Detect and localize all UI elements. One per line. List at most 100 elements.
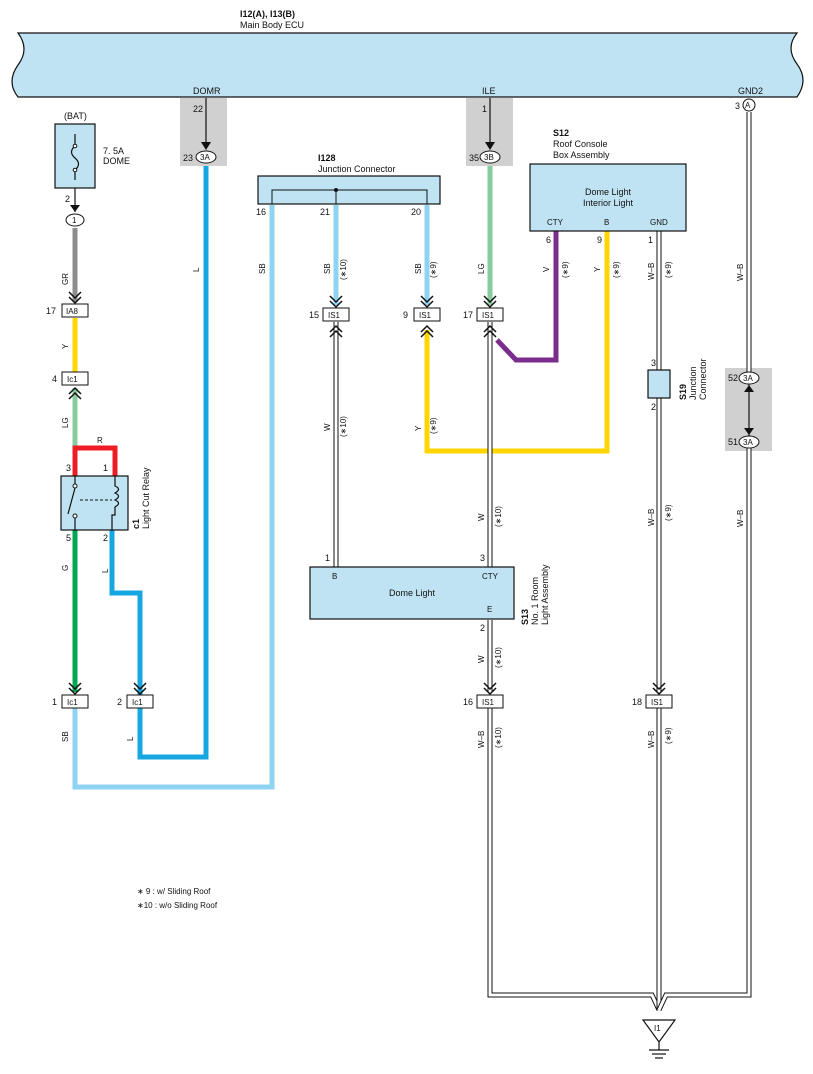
- ic1-pin-1: 1: [52, 697, 57, 707]
- connector-ic1-pin2-label: Ic1: [132, 698, 143, 707]
- wire-v: [495, 231, 559, 363]
- chevron-down-icon: [483, 682, 666, 696]
- junction-connector-s19: [647, 369, 671, 399]
- note-w-17: (∗10): [494, 506, 503, 527]
- junction-1-label: 1: [72, 216, 77, 225]
- wire-label-g: G: [61, 565, 70, 571]
- wire-label-wb-s19: W–B: [647, 509, 656, 526]
- note-wb-s19: (∗9): [664, 504, 673, 521]
- chevron-up-icon: [329, 324, 497, 338]
- wire-label-y-s12: Y: [593, 266, 602, 272]
- relay-name: Light Cut Relay: [141, 467, 151, 529]
- pin-3-gnd2: 3: [735, 101, 740, 111]
- connector-ic1-pin1: [61, 694, 89, 709]
- bat-pin-2: 2: [65, 194, 70, 204]
- wire-label-wb-16: W–B: [477, 731, 486, 748]
- connector-3b-label: 3B: [484, 153, 494, 162]
- ecu-terminal-domr: DOMR: [193, 86, 221, 96]
- wire-l-domr: [137, 166, 209, 760]
- ecu-title: I12(A), I13(B): [240, 9, 295, 19]
- jc-pin-16: 16: [256, 207, 266, 217]
- s13-term-b: B: [332, 572, 337, 581]
- wire-label-w-17: W: [477, 513, 486, 521]
- wire-label-wb-s12: W–B: [647, 263, 656, 280]
- fuse-rating: 7. 5A: [103, 146, 124, 156]
- connector-is1-9: [413, 307, 441, 322]
- connector-ia8: [61, 303, 89, 318]
- s13-name-2: Light Assembly: [540, 564, 550, 625]
- note-sb-20: (∗9): [429, 261, 438, 278]
- ground-connector-i1: [641, 1019, 677, 1044]
- chevron-down-icon: [329, 295, 497, 309]
- connector-is1-16: [476, 694, 504, 709]
- relay-pin-5: 5: [66, 533, 71, 543]
- s12-name-1: Roof Console: [553, 139, 608, 149]
- relay-pin-1: 1: [103, 463, 108, 473]
- pin-23: 23: [183, 153, 193, 163]
- connector-is1-15-label: IS1: [328, 311, 341, 320]
- s12-inner-1: Dome Light: [585, 187, 632, 197]
- connector-3a-domr: [195, 150, 217, 164]
- wire-sb-long: [72, 205, 275, 790]
- legend-note-9: ∗ 9 : w/ Sliding Roof: [137, 887, 211, 896]
- s19-name-1: Junction: [688, 366, 698, 400]
- chevron-up-icon: [68, 386, 82, 400]
- arrow-icon: [201, 142, 211, 150]
- s19-pin-2: 2: [651, 402, 656, 412]
- note-wb-18: (∗9): [664, 727, 673, 744]
- ecu-terminal-gnd2: GND2: [738, 86, 763, 96]
- wire-label-wb-18: W–B: [647, 731, 656, 748]
- wire-label-sb-16: SB: [258, 263, 267, 274]
- s13-term-cty: CTY: [482, 572, 499, 581]
- ic1-pin-2: 2: [117, 697, 122, 707]
- is1-pin-18: 18: [632, 697, 642, 707]
- wire-y-s12: [424, 231, 610, 454]
- jc-pin-20: 20: [411, 207, 421, 217]
- fuse-icon: [70, 134, 80, 180]
- relay-id: c1: [131, 519, 141, 529]
- wire-label-lg-ile: LG: [477, 263, 486, 274]
- s12-term-b: B: [604, 218, 609, 227]
- connector-is1-16-label: IS1: [482, 698, 495, 707]
- connector-ic1-pin1-label: Ic1: [67, 698, 78, 707]
- arrow-icon: [744, 385, 754, 392]
- jc-name: Junction Connector: [318, 164, 396, 174]
- is1-pin-9: 9: [403, 310, 408, 320]
- ia8-pin-17: 17: [46, 306, 56, 316]
- chevron-down-icon: [68, 291, 82, 305]
- s13-inner: Dome Light: [389, 588, 436, 598]
- wire-label-l-ic1: L: [126, 736, 135, 741]
- note-wb-16: (∗10): [494, 727, 503, 748]
- s19-name-2: Connector: [698, 358, 708, 400]
- jc-id: I128: [318, 153, 336, 163]
- connector-ic1-top-label: Ic1: [67, 375, 78, 384]
- wire-label-r: R: [97, 436, 103, 445]
- arrow-icon: [744, 428, 754, 435]
- connector-is1-15: [322, 307, 350, 322]
- arrow-icon: [70, 205, 80, 212]
- pin-51: 51: [728, 437, 738, 447]
- connector-3a-51-label: 3A: [743, 438, 753, 447]
- ground-icon: [649, 1042, 669, 1059]
- dome-light-assembly: [309, 566, 515, 620]
- relay-pin-3: 3: [66, 463, 71, 473]
- connector-a-label: A: [745, 101, 751, 110]
- wire-label-y: Y: [61, 343, 70, 349]
- wire-label-sb-20: SB: [414, 263, 423, 274]
- legend-note-10: ∗10 : w/o Sliding Roof: [137, 901, 218, 910]
- ground-i1-label: I1: [654, 1024, 661, 1033]
- ecu-box: [11, 32, 804, 98]
- arrow-icon: [485, 142, 495, 150]
- connector-a-gnd2: [742, 98, 756, 112]
- wire-label-l-domr: L: [192, 267, 201, 272]
- note-y-s12: (∗9): [612, 261, 621, 278]
- note-v: (∗9): [561, 261, 570, 278]
- connector-is1-17: [476, 307, 504, 322]
- is1-pin-17: 17: [463, 310, 473, 320]
- pin-1-ile: 1: [482, 104, 487, 114]
- s13-id: S13: [520, 609, 530, 625]
- wire-wb-ground-bus: [487, 708, 752, 1012]
- note-w-15: (∗10): [339, 416, 348, 437]
- relay-switch-icon: [67, 487, 76, 515]
